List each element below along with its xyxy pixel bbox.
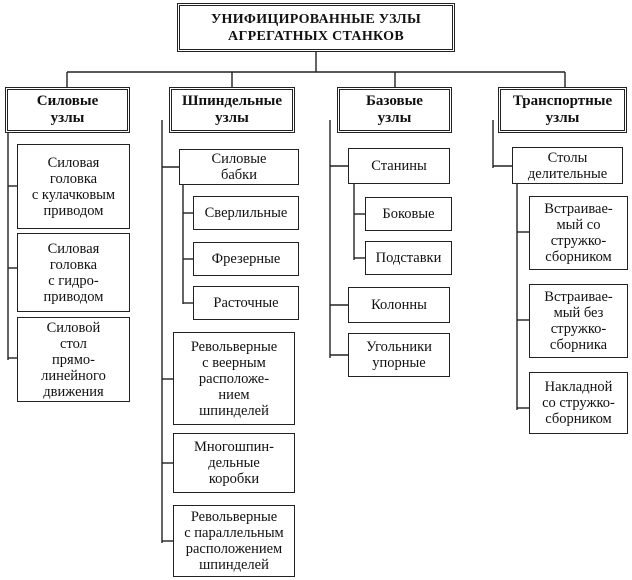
item-side: Боковые [365, 197, 452, 231]
item-power-head-cam-drive: Силовая головка с кулачковым приводом [17, 144, 130, 229]
category-power-units: Силовые узлы [5, 87, 130, 133]
item-power-heads: Силовые бабки [179, 149, 299, 185]
item-overhead-with-chip-collector: Накладной со стружко- сборником [529, 372, 628, 434]
item-columns: Колонны [348, 287, 450, 323]
item-power-table-linear: Силовой стол прямо- линейного движения [17, 317, 130, 402]
item-power-head-hydraulic: Силовая головка с гидро- приводом [17, 233, 130, 312]
category-base-units: Базовые узлы [337, 87, 452, 133]
category-spindle-units: Шпиндельные узлы [169, 87, 295, 133]
item-drilling: Сверлильные [193, 196, 299, 230]
item-built-in-with-chip-collector: Встраивае- мый со стружко- сборником [529, 196, 628, 270]
item-stop-angles: Угольники упорные [348, 333, 450, 377]
item-built-in-without-chip-collector: Встраивае- мый без стружко- сборника [529, 284, 628, 358]
item-revolver-fan-spindles: Револьверные с веерным расположе- нием ш… [173, 332, 295, 425]
item-multispindle-boxes: Многошпин- дельные коробки [173, 433, 295, 493]
item-revolver-parallel-spindles: Револьверные с параллельным расположение… [173, 505, 295, 577]
diagram-title: УНИФИЦИРОВАННЫЕ УЗЛЫ АГРЕГАТНЫХ СТАНКОВ [177, 3, 455, 52]
item-stands: Подставки [365, 241, 452, 275]
category-transport-units: Транспортные узлы [498, 87, 627, 133]
item-beds: Станины [348, 148, 450, 184]
item-boring: Расточные [193, 286, 299, 320]
item-milling: Фрезерные [193, 242, 299, 276]
item-index-tables: Столы делительные [512, 147, 623, 184]
